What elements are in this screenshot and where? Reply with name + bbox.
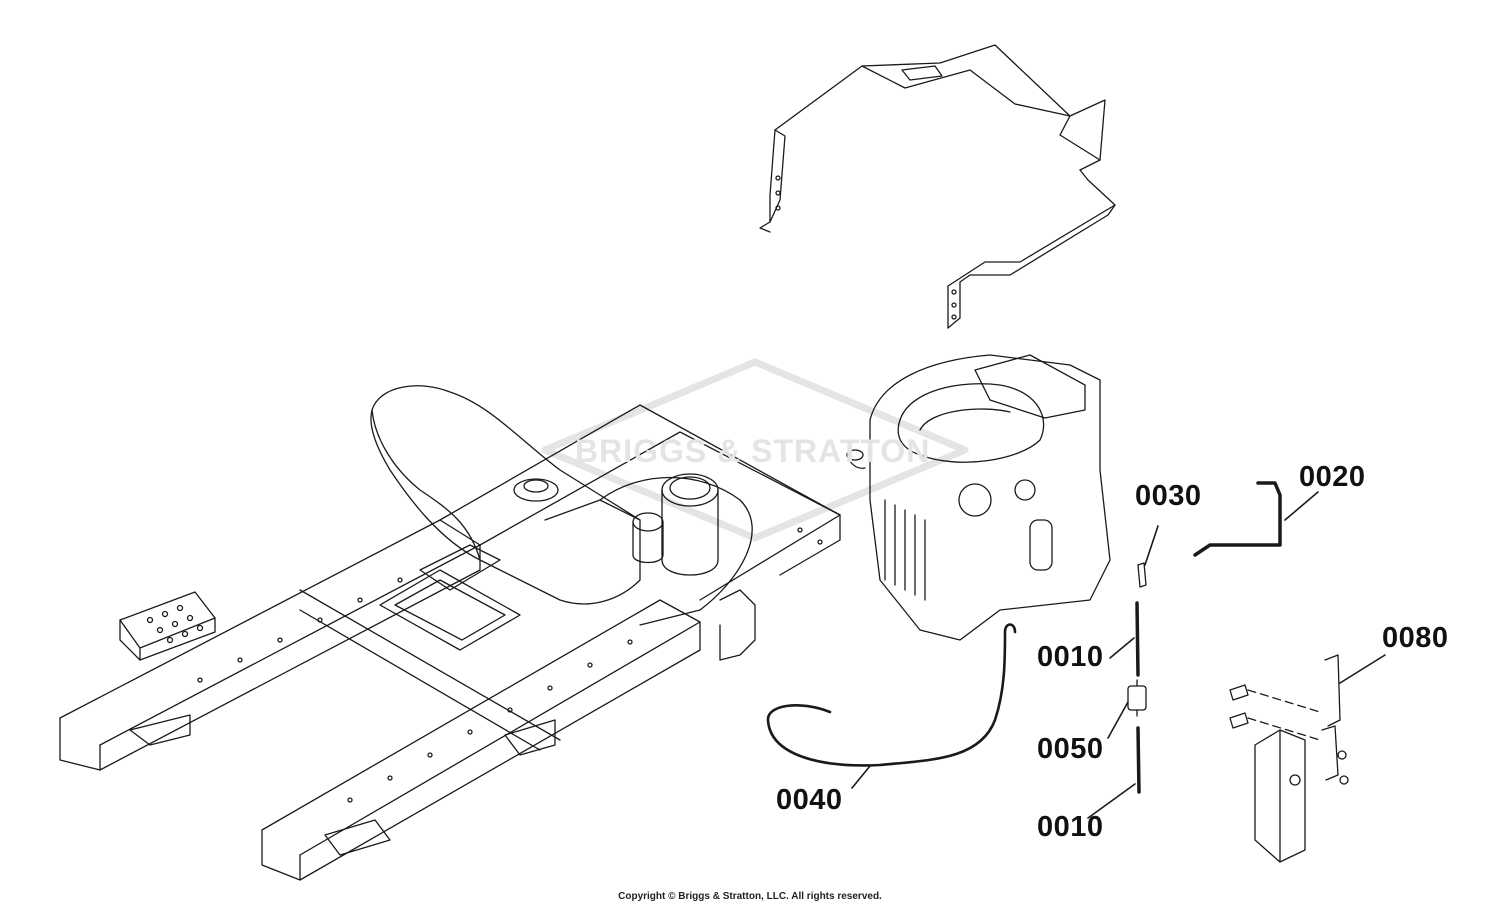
hose-0010-upper bbox=[1135, 601, 1140, 677]
leader-0010a bbox=[1109, 637, 1135, 659]
callout-0040[interactable]: 0040 bbox=[776, 784, 843, 816]
filter-canister bbox=[599, 473, 753, 626]
leader-0050 bbox=[1107, 701, 1129, 739]
engine bbox=[846, 354, 1111, 641]
foot-pedal-plate bbox=[119, 591, 216, 661]
hose-0010-lower bbox=[1136, 726, 1141, 794]
fuel-line-0040 bbox=[766, 623, 1017, 767]
copyright-notice: Copyright © Briggs & Stratton, LLC. All … bbox=[618, 891, 882, 902]
leader-0080 bbox=[1339, 654, 1386, 684]
callout-0080[interactable]: 0080 bbox=[1382, 622, 1449, 654]
leader-0020 bbox=[1284, 491, 1319, 521]
upper-bracket bbox=[759, 44, 1116, 329]
watermark-logo bbox=[541, 358, 969, 542]
rod-0020 bbox=[1193, 481, 1282, 557]
callout-0010-upper[interactable]: 0010 bbox=[1037, 641, 1104, 673]
chassis-frame bbox=[59, 404, 841, 881]
clamp-0030 bbox=[1137, 562, 1147, 588]
callout-0020[interactable]: 0020 bbox=[1299, 461, 1366, 493]
watermark-text: BRIGGS & STRATTON bbox=[575, 433, 931, 469]
fuel-tank bbox=[370, 385, 641, 605]
callout-0030[interactable]: 0030 bbox=[1135, 480, 1202, 512]
leader-0030 bbox=[1144, 525, 1159, 566]
leader-0010b bbox=[1087, 783, 1136, 819]
leader-0040 bbox=[851, 765, 871, 789]
callout-0010-lower[interactable]: 0010 bbox=[1037, 811, 1104, 843]
leader-lines bbox=[851, 491, 1386, 819]
bracket-0080 bbox=[1229, 654, 1349, 863]
callout-0050[interactable]: 0050 bbox=[1037, 733, 1104, 765]
fuel-filter-0050 bbox=[1127, 679, 1147, 717]
